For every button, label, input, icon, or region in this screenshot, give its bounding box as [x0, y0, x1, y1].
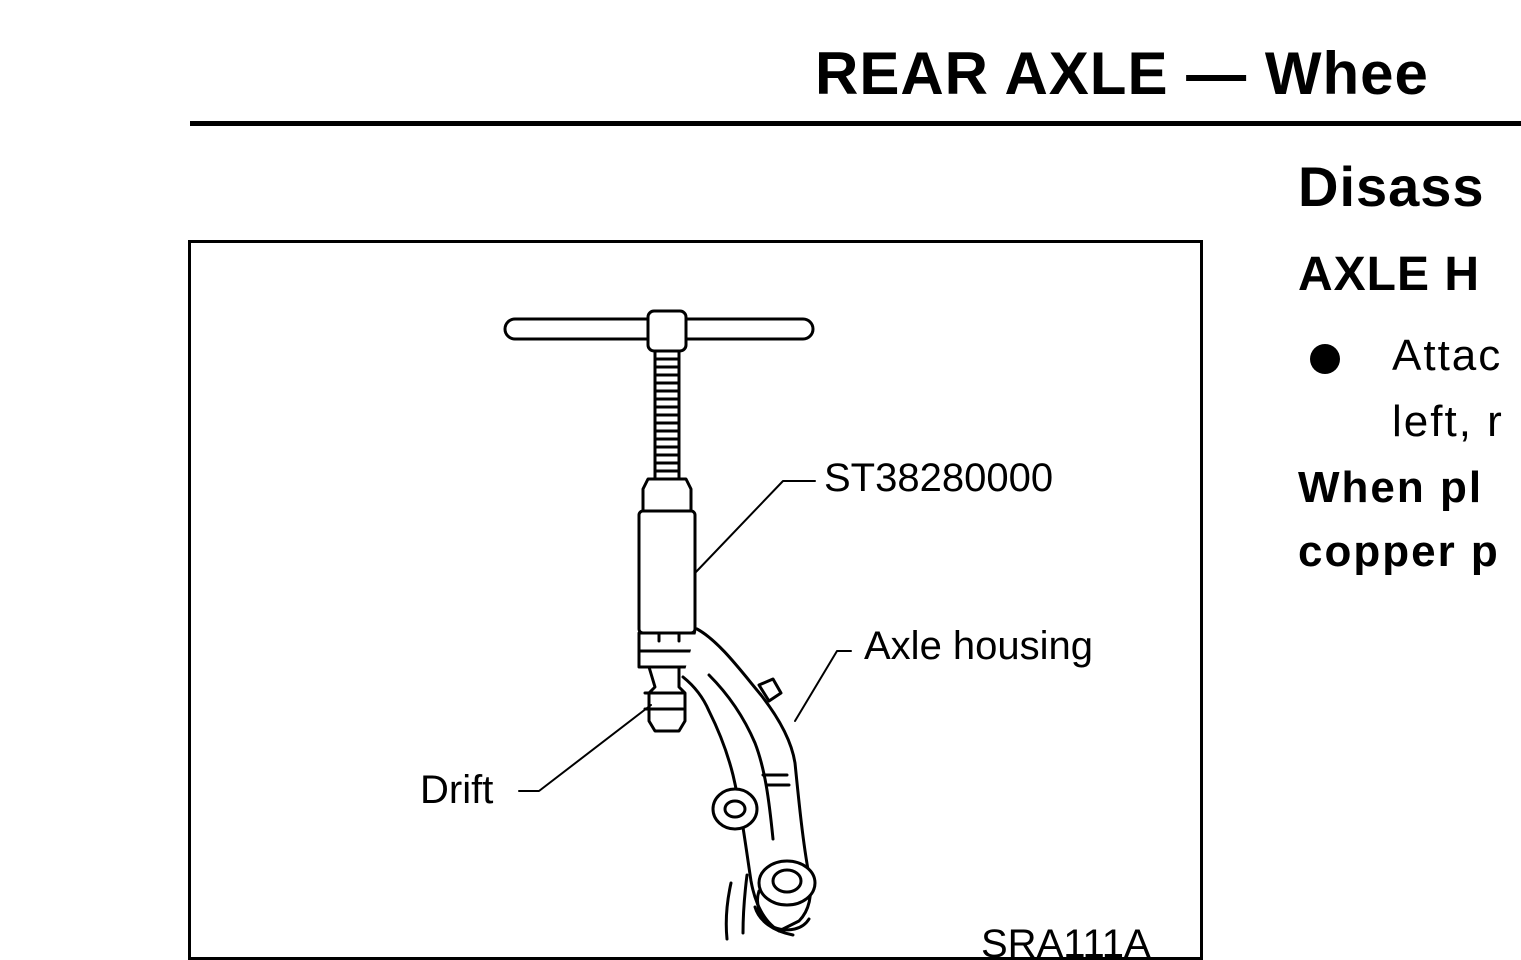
figure-code: SRA111A: [981, 922, 1151, 960]
drift-body: [647, 665, 687, 733]
bushing-sleeve: [753, 889, 811, 937]
leader-drift: [518, 704, 652, 792]
bullet-icon: [1310, 344, 1340, 374]
bullet-text-line-2: left, r: [1392, 397, 1504, 446]
subsection-heading: AXLE H: [1298, 248, 1481, 301]
label-special-tool: ST38280000: [824, 456, 1054, 500]
lower-mount-boss: [711, 787, 759, 831]
axle-housing-flange: [757, 677, 783, 703]
tool-illustration: [503, 309, 852, 941]
hex-nut: [641, 477, 693, 513]
t-handle-hub: [646, 309, 688, 353]
arm-lower-edge: [724, 873, 749, 941]
housing-mark: [761, 773, 791, 787]
tool-body: [637, 509, 697, 635]
bushing-outer: [757, 859, 817, 907]
page-title: REAR AXLE — Whee: [815, 40, 1429, 107]
bushing-inner: [771, 868, 803, 894]
drift-rings: [643, 691, 685, 711]
axle-housing-outline: [681, 627, 813, 933]
rod-threads: [653, 357, 681, 473]
header-divider: [190, 121, 1521, 126]
section-heading: Disass: [1298, 155, 1485, 218]
leader-housing: [794, 650, 852, 722]
axle-housing-inner: [707, 673, 775, 841]
leader-tool: [694, 480, 816, 574]
label-drift: Drift: [420, 768, 494, 812]
bullet-text-line-1: Attac: [1392, 331, 1503, 380]
figure-panel: ST38280000 Axle housing Drift SRA111A: [188, 240, 1203, 960]
lower-mount-hole: [723, 799, 747, 819]
label-axle-housing: Axle housing: [864, 624, 1094, 668]
note-text-line-2: copper p: [1298, 527, 1500, 576]
note-text-line-1: When pl: [1298, 463, 1484, 512]
